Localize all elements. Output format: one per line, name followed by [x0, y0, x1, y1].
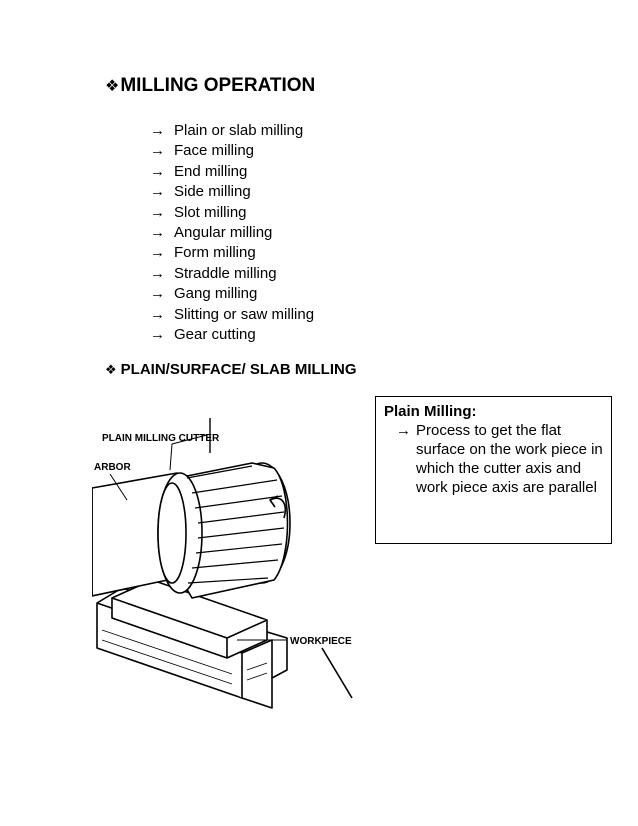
cutter-label: PLAIN MILLING CUTTER: [102, 433, 220, 444]
arrow-icon: →: [150, 244, 165, 262]
section-heading: ❖MILLING OPERATION: [105, 75, 315, 97]
arrow-icon: →: [150, 203, 165, 221]
list-item: →Gear cutting: [150, 325, 314, 345]
diamond-bullet-icon: ❖: [105, 78, 120, 95]
cutter-leader-line: [169, 434, 208, 471]
arbor-collar-shape: [157, 482, 187, 584]
list-item: →Form milling: [150, 243, 314, 263]
arrow-icon: →: [150, 122, 165, 139]
list-item: →Gang milling: [150, 284, 314, 304]
diamond-bullet-icon: ❖: [105, 362, 117, 377]
arrow-icon: →: [150, 305, 165, 323]
arrow-icon: →: [150, 142, 165, 160]
cutter-teeth-shape: [186, 465, 285, 584]
list-item: →Straddle milling: [150, 264, 314, 284]
workpiece-label: WORKPIECE: [290, 636, 352, 647]
list-item: →Angular milling: [150, 223, 314, 243]
definition-body: → Process to get the flat surface on the…: [396, 421, 603, 497]
arrow-icon: →: [150, 264, 165, 282]
subsection-heading-text: PLAIN/SURFACE/ SLAB MILLING: [120, 361, 357, 378]
definition-box: Plain Milling: → Process to get the flat…: [375, 396, 612, 544]
workpiece-rib-edge-shape: [111, 597, 268, 658]
definition-title: Plain Milling:: [384, 403, 477, 420]
arrow-icon: →: [150, 162, 165, 180]
list-item: →Side milling: [150, 182, 314, 202]
list-item: →Plain or slab milling: [150, 121, 314, 141]
list-item: →End milling: [150, 162, 314, 182]
arrow-icon: →: [150, 223, 165, 241]
arbor-label: ARBOR: [94, 462, 131, 473]
arrow-icon: →: [150, 183, 165, 201]
plain-milling-illustration: PLAIN MILLING CUTTER ARBOR WORKPIECE: [92, 418, 353, 709]
arrow-icon: →: [150, 325, 165, 343]
arrow-icon: →: [150, 285, 165, 303]
definition-text: Process to get the flat surface on the w…: [416, 422, 603, 496]
operations-list: →Plain or slab milling →Face milling →En…: [150, 121, 314, 345]
list-item: →Slot milling: [150, 203, 314, 223]
floor-line-shape: [321, 647, 353, 699]
rotation-arrowhead-shape: [269, 495, 279, 508]
arrow-icon: →: [396, 422, 411, 439]
list-item: →Slitting or saw milling: [150, 305, 314, 325]
section-heading-text: MILLING OPERATION: [120, 75, 316, 96]
arbor-leader-line: [109, 473, 128, 501]
list-item: →Face milling: [150, 141, 314, 161]
subsection-heading: ❖PLAIN/SURFACE/ SLAB MILLING: [105, 361, 357, 378]
workpiece-hatch-shape: [101, 629, 268, 685]
